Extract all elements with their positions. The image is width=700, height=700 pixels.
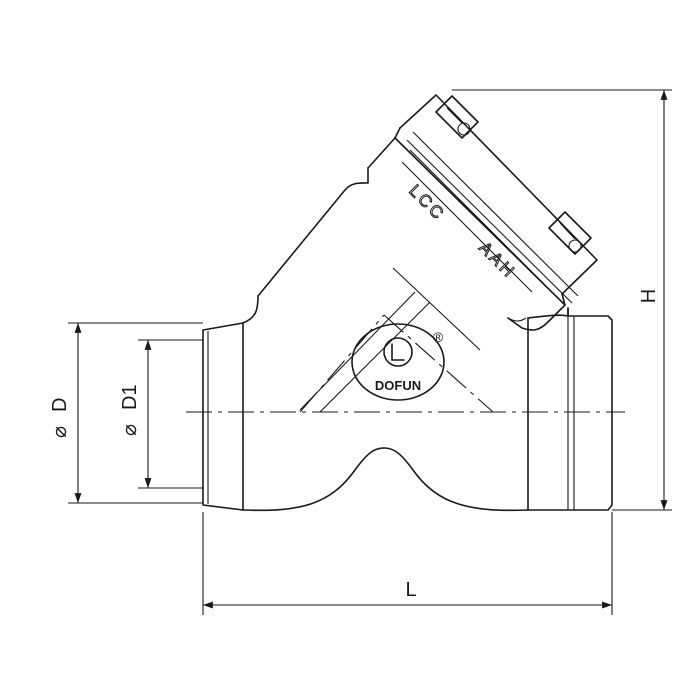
logo-brand-text: DOFUN — [375, 378, 421, 393]
label-d: D — [49, 398, 71, 412]
dimension-d1 — [138, 339, 203, 489]
bolt-top — [435, 95, 479, 139]
strainer-branch — [299, 94, 598, 413]
label-l: L — [405, 579, 416, 601]
dimension-l — [202, 512, 613, 615]
center-lines — [186, 314, 625, 413]
strainer-body — [202, 167, 613, 512]
label-d1: D1 — [119, 384, 141, 410]
label-h: H — [638, 289, 660, 303]
dofun-logo: DOFUN ® — [351, 323, 445, 401]
label-inner-diameter: ⌀ D1 — [119, 384, 141, 436]
diameter-symbol-d: ⌀ — [49, 426, 71, 438]
label-outer-diameter: ⌀ D — [49, 398, 71, 438]
label-height: H — [638, 289, 660, 303]
bolt-bottom — [548, 211, 592, 255]
registered-mark: ® — [433, 329, 444, 345]
dimension-h — [452, 89, 672, 511]
diameter-symbol-d1: ⌀ — [119, 424, 141, 436]
dimension-d — [68, 322, 203, 504]
